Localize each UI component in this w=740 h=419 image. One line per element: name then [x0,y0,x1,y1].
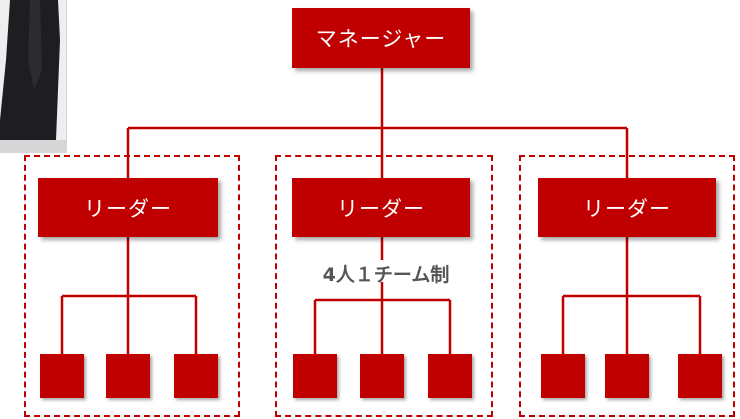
member-box [293,354,337,398]
member-box [678,354,722,398]
manager-box: マネージャー [292,8,470,68]
manager-label: マネージャー [315,27,447,51]
member-box [106,354,150,398]
member-box [428,354,472,398]
leader-label: リーダー [84,196,172,221]
member-box [40,354,84,398]
team-frame-3 [519,155,735,417]
team-caption: 4人１チーム制 [322,264,450,286]
person-silhouette-icon [0,0,66,152]
leader-box-3: リーダー [538,178,716,237]
member-box [360,354,404,398]
leader-label: リーダー [337,196,425,221]
team-frame-1 [24,155,240,417]
member-box [541,354,585,398]
member-box [605,354,649,398]
leader-label: リーダー [583,196,671,221]
member-box [174,354,218,398]
person-photo [0,0,67,153]
team-frame-2 [275,155,493,417]
leader-box-1: リーダー [38,178,218,237]
leader-box-2: リーダー [292,178,470,237]
